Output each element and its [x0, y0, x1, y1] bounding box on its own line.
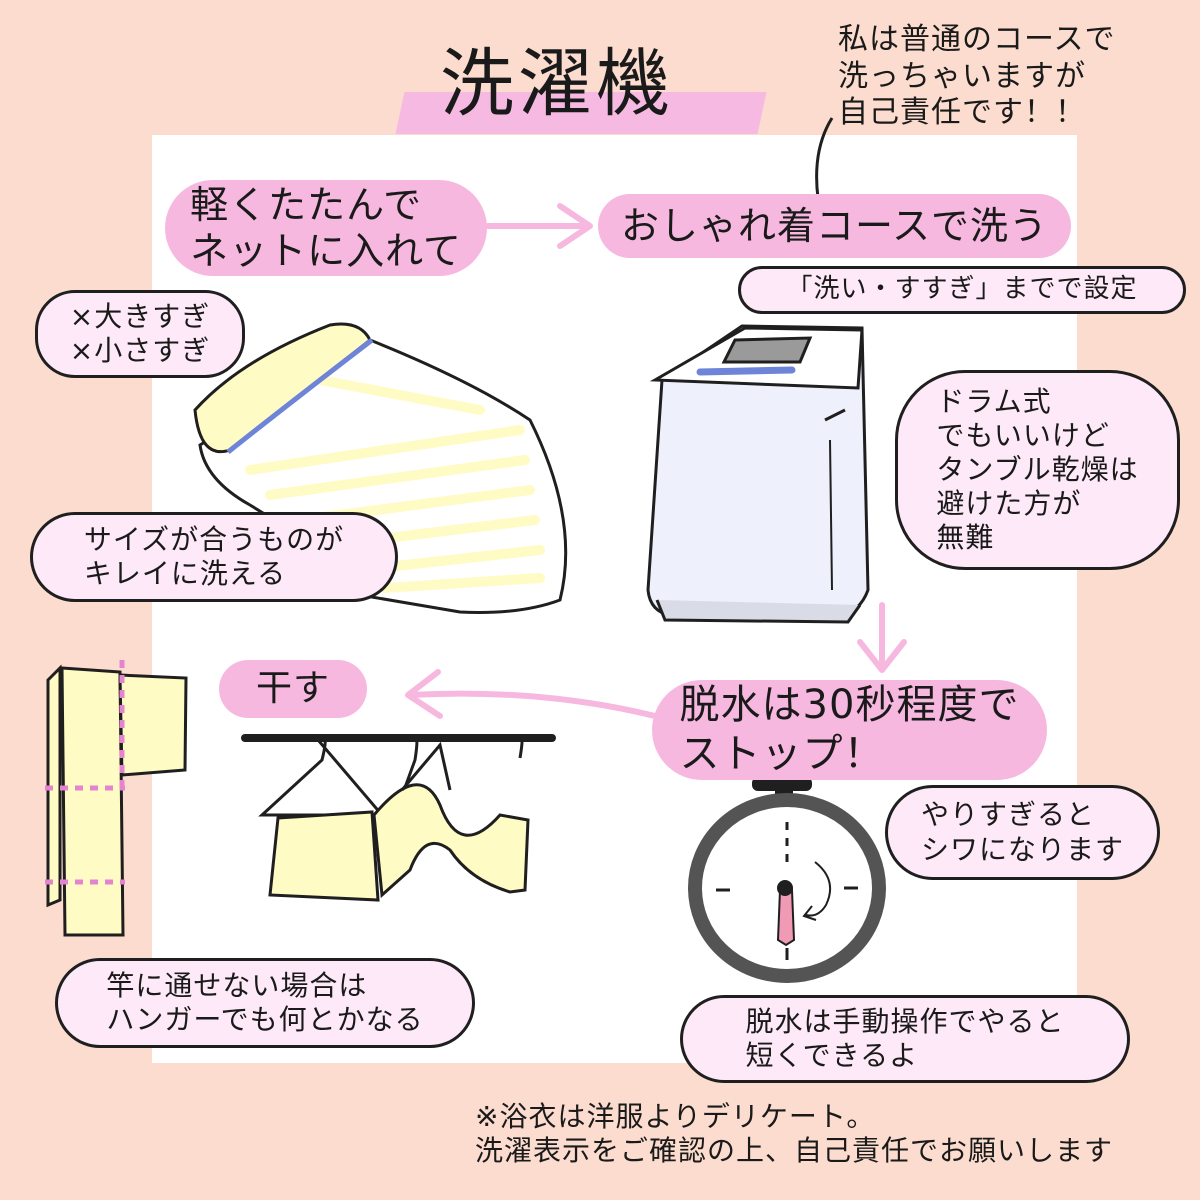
washing-machine-icon: [646, 324, 870, 624]
laundry-net-icon: [193, 322, 568, 614]
step-dry: 干す: [219, 660, 367, 718]
yukata-folded-icon: [45, 660, 188, 937]
tip-fit-net: サイズが合うものが キレイに洗える: [30, 512, 398, 602]
tip-drum: ドラム式 でもいいけど タンブル乾燥は 避けた方が 無難: [895, 370, 1180, 570]
step-course: おしゃれ着コースで洗う: [598, 194, 1071, 258]
arrow-down-icon: [857, 602, 907, 673]
step-spin: 脱水は30秒程度で ストップ！: [652, 680, 1047, 780]
tip-net-size: ×大きすぎ ×小さすぎ: [35, 290, 245, 378]
note-pointer-line: [815, 117, 834, 199]
tip-manual: 脱水は手動操作でやると 短くできるよ: [680, 995, 1130, 1083]
note-top: 私は普通のコースで 洗っちゃいますが 自己責任です！！: [838, 22, 1116, 131]
stopwatch-icon: [688, 777, 886, 983]
footer-note: ※浴衣は洋服よりデリケート。 洗濯表示をご確認の上、自己責任でお願いします: [475, 1100, 1114, 1168]
tip-setting: 「洗い・すすぎ」までで設定: [738, 266, 1186, 314]
hanging-laundry-icon: [241, 734, 556, 902]
arrow-right-icon: [485, 203, 593, 249]
step-fold-net: 軽くたたんで ネットに入れて: [165, 180, 487, 276]
tip-wrinkle: やりすぎると シワになります: [885, 785, 1160, 880]
arrow-left-icon: [405, 669, 658, 719]
tip-hanger: 竿に通せない場合は ハンガーでも何とかなる: [55, 958, 475, 1048]
page-title: 洗濯機: [440, 41, 674, 127]
